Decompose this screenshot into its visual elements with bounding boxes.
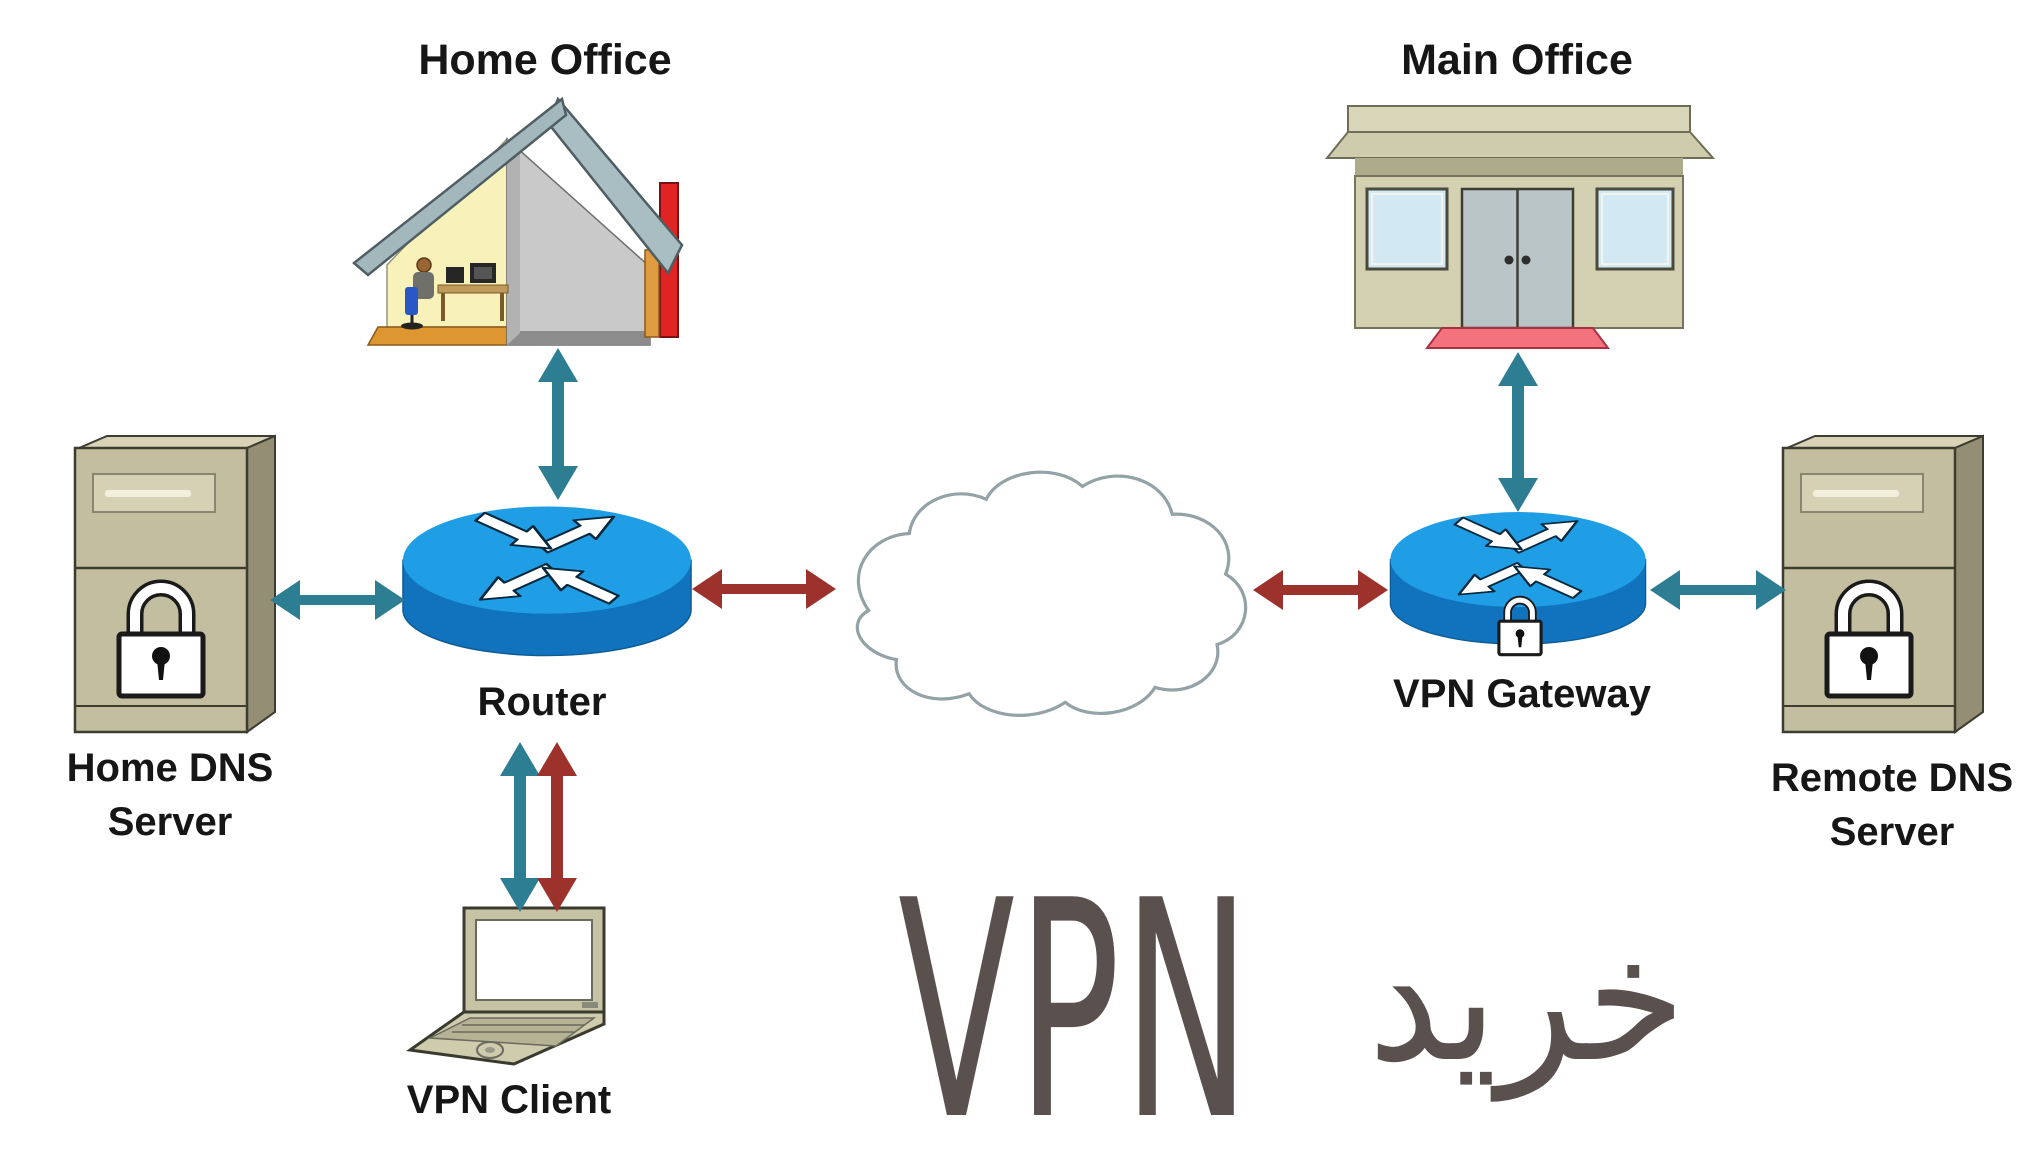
link-router-vpnclient-teal-arrow [500,742,540,912]
server-top [1786,435,1984,449]
house-icon [352,96,684,346]
house-front-wall [506,137,651,346]
server-side [1954,434,1984,734]
vpn-title-latin: VPN [898,837,1253,1152]
vpn-client-label: VPN Client [406,1078,612,1122]
router-icon [402,505,692,657]
entry-mat [1425,327,1610,349]
vpn-title-persian: خريد [1368,898,1686,1101]
home-dns-server-icon [73,434,276,734]
roof-left [352,96,568,277]
remote-dns-server-icon [1781,434,1984,734]
router-label: Router [477,680,607,724]
laptop-hinge [582,1002,598,1008]
house-floor [366,326,508,346]
link-vpngateway-remotedns-arrow [1650,570,1786,610]
cloud-icon [855,470,1248,717]
drive-slot [1813,490,1899,497]
window-right [1595,187,1675,271]
remote-dns-server-label: Remote DNS Server [1770,756,2014,854]
person-at-desk [401,257,509,330]
home-dns-server-label: Home DNS Server [66,746,274,844]
house-corner-shade [507,139,520,345]
laptop-touchpad [476,1041,504,1059]
lock-icon [1497,595,1543,657]
link-homeoffice-router-arrow [538,348,578,500]
link-publicnetwork-vpngateway-arrow [1253,570,1388,610]
laptop-icon [406,906,606,1066]
link-homedns-router-arrow [270,580,405,620]
chimney-wall-strip [644,249,660,338]
laptop-screen [475,919,593,1001]
lock-icon [116,579,206,699]
house-inner-floor [507,331,650,345]
building-awning [1325,131,1716,159]
server-top [78,435,276,449]
office-building-icon [1325,105,1716,349]
main-office-label: Main Office [1401,36,1633,84]
double-doors [1460,187,1575,330]
building-roof [1347,105,1691,133]
window-left [1365,187,1449,271]
router-top [402,506,692,614]
awning-shadow [1355,158,1683,176]
vpn-gateway-label: VPN Gateway [1393,672,1651,716]
link-router-publicnetwork-arrow [692,569,836,609]
lock-icon [1824,579,1914,699]
link-router-vpnclient-red-arrow [537,742,577,912]
link-mainoffice-vpngateway-arrow [1498,352,1538,512]
drive-slot [105,490,191,497]
cloud-outline [855,470,1248,717]
router-top [1390,512,1646,608]
home-office-label: Home Office [418,36,672,84]
